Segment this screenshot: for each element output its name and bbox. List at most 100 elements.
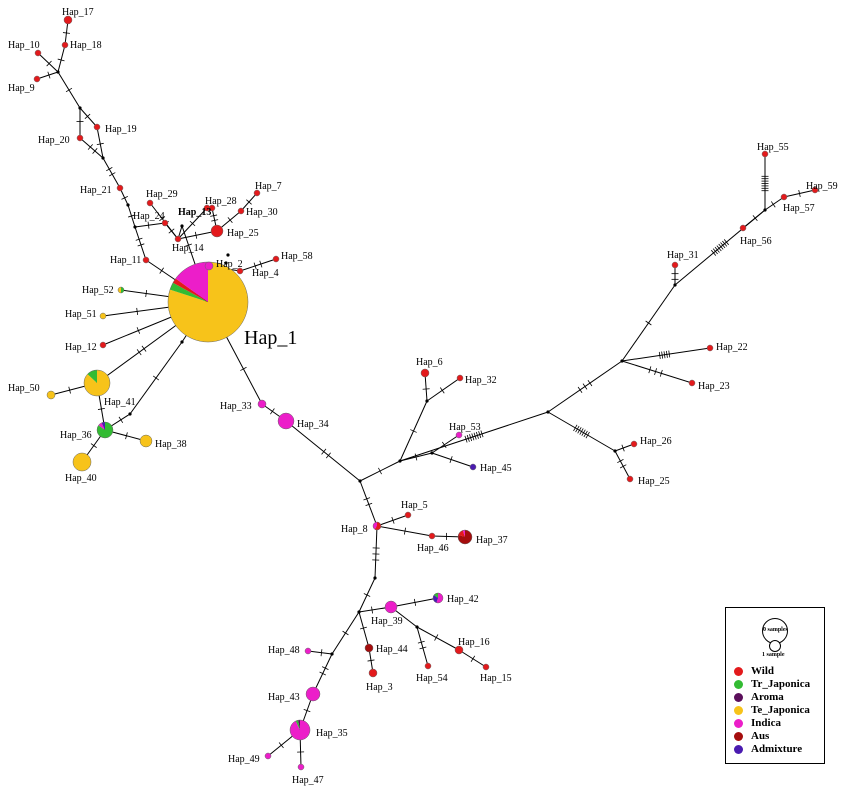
edge-46 xyxy=(431,434,460,454)
legend-label: Wild xyxy=(751,665,775,677)
median-vector-node xyxy=(330,652,334,656)
pie-slice-te-japonica xyxy=(139,434,153,448)
haplotype-label: Hap_21 xyxy=(80,185,112,196)
edge-70 xyxy=(416,626,460,651)
haplotype-node-hap-42 xyxy=(432,592,444,604)
haplotype-node-hap-53 xyxy=(455,431,463,439)
haplotype-node-hap-25 xyxy=(626,475,634,483)
pie-slice-wild xyxy=(63,15,73,25)
pie-slice-wild xyxy=(76,134,84,142)
legend-label: Indica xyxy=(751,717,781,729)
mutation-tick xyxy=(579,428,584,435)
haplotype-label: Hap_30 xyxy=(246,207,278,218)
pie-slice-te-japonica xyxy=(72,452,92,472)
haplotype-label: Hap_31 xyxy=(667,250,699,261)
mutation-tick xyxy=(125,432,128,440)
pie-slice-indica xyxy=(455,431,463,439)
pie-slice-admixture xyxy=(433,595,438,603)
pie-slice-tr-japonica xyxy=(121,287,124,293)
haplotype-label: Hap_22 xyxy=(716,342,748,353)
pie-slice-wild xyxy=(236,267,244,275)
haplotype-node-hap-39 xyxy=(384,600,398,614)
mutation-tick xyxy=(723,239,730,246)
mutation-tick xyxy=(464,435,468,443)
median-vector-node xyxy=(133,225,137,229)
mutation-tick xyxy=(478,431,482,439)
mutation-tick xyxy=(342,630,349,636)
median-vector-node xyxy=(78,106,82,110)
mutation-tick xyxy=(480,430,484,438)
haplotype-node-hap-41 xyxy=(83,369,111,397)
median-vector-node xyxy=(180,340,184,344)
haplotype-node-hap-8 xyxy=(372,521,382,531)
mutation-tick xyxy=(253,262,257,270)
pie-slice-wild xyxy=(458,530,465,537)
mutation-tick xyxy=(84,113,91,120)
pie-slice-wild xyxy=(630,440,638,448)
haplotype-node-hap-43 xyxy=(305,686,321,702)
median-vector-node xyxy=(226,253,230,257)
pie-slice-wild xyxy=(208,204,216,212)
mutation-tick xyxy=(583,430,588,438)
haplotype-label: Hap_26 xyxy=(640,436,672,447)
mutation-tick xyxy=(62,32,70,34)
pie-outline xyxy=(289,719,311,741)
haplotype-node-hap-24 xyxy=(161,219,169,227)
pie-slice-admixture xyxy=(469,463,477,471)
haplotype-label: Hap_11 xyxy=(110,255,141,266)
mutation-tick xyxy=(325,452,331,459)
haplotype-node-hap-38 xyxy=(139,434,153,448)
edge-76 xyxy=(307,650,333,655)
pie-slice-wild xyxy=(33,75,41,83)
legend-label: Tr_Japonica xyxy=(751,678,811,690)
mutation-tick xyxy=(136,349,142,356)
edge-12 xyxy=(134,226,147,261)
legend-label: Aus xyxy=(751,730,770,742)
pie-outline xyxy=(372,521,382,531)
haplotype-node-hap-55 xyxy=(761,150,769,158)
haplotype-label: Hap_16 xyxy=(458,637,490,648)
pie-slice-wild xyxy=(424,662,432,670)
mutation-tick xyxy=(246,199,252,205)
legend-swatch xyxy=(734,692,743,702)
haplotype-label: Hap_2 xyxy=(216,259,243,270)
median-vector-node xyxy=(180,224,184,228)
mutation-tick xyxy=(577,386,583,394)
legend-item-admixture: Admixture xyxy=(734,743,802,755)
mutation-tick xyxy=(168,228,175,234)
haplotype-label: Hap_25 xyxy=(227,228,259,239)
pie-slice-wild xyxy=(210,224,224,238)
mutation-tick xyxy=(439,387,445,394)
legend-swatch xyxy=(734,718,743,728)
median-vector-node xyxy=(430,451,434,455)
mutation-tick xyxy=(145,289,148,297)
haplotype-label: Hap_51 xyxy=(65,309,97,320)
pie-slice-wild xyxy=(253,189,261,197)
haplotype-node-hap-46 xyxy=(428,532,436,540)
pie-outline xyxy=(96,421,114,439)
edge-8 xyxy=(96,126,104,159)
haplotype-label: Hap_53 xyxy=(449,422,481,433)
mutation-tick xyxy=(413,598,417,606)
edge-47 xyxy=(431,452,474,468)
pie-slice-te-japonica xyxy=(118,287,121,293)
pie-slice-wild xyxy=(456,374,464,382)
haplotype-node-hap-16 xyxy=(454,645,464,655)
mutation-tick xyxy=(136,307,139,315)
edge-57 xyxy=(764,196,785,211)
haplotype-label: Hap_32 xyxy=(465,375,497,386)
haplotype-label: Hap_41 xyxy=(104,397,136,408)
mutation-tick xyxy=(658,351,661,359)
mutation-tick xyxy=(121,196,128,200)
pie-slice-wild xyxy=(780,193,788,201)
pie-outline xyxy=(83,369,111,397)
haplotype-label: Hap_57 xyxy=(783,203,815,214)
mutation-tick xyxy=(46,60,52,67)
mutation-tick xyxy=(359,626,367,630)
haplotype-node-hap-17 xyxy=(63,15,73,25)
haplotype-label: Hap_56 xyxy=(740,236,772,247)
legend-swatch xyxy=(734,705,743,715)
mutation-tick xyxy=(321,448,327,455)
mutation-tick xyxy=(419,646,427,650)
